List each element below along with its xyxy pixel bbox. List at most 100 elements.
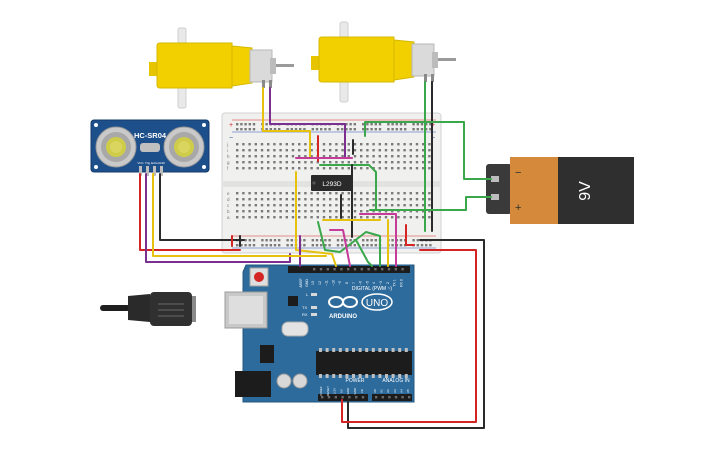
battery-terminal-neg[interactable] bbox=[491, 176, 499, 182]
breadboard-hole[interactable] bbox=[254, 216, 257, 219]
breadboard-hole[interactable] bbox=[279, 216, 282, 219]
breadboard-hole[interactable] bbox=[428, 143, 431, 146]
wire-gnd-black-long[interactable] bbox=[347, 239, 485, 429]
breadboard-hole[interactable] bbox=[416, 128, 419, 131]
breadboard-hole[interactable] bbox=[273, 149, 276, 152]
wire-pin-magenta-mid[interactable] bbox=[329, 229, 351, 267]
breadboard-hole[interactable] bbox=[345, 128, 348, 131]
breadboard-hole[interactable] bbox=[242, 192, 245, 195]
breadboard-hole[interactable] bbox=[310, 167, 313, 170]
breadboard-hole[interactable] bbox=[242, 143, 245, 146]
breadboard-hole[interactable] bbox=[353, 244, 356, 247]
breadboard-hole[interactable] bbox=[341, 161, 344, 164]
breadboard-hole[interactable] bbox=[362, 128, 365, 131]
breadboard-hole[interactable] bbox=[304, 204, 307, 207]
breadboard-hole[interactable] bbox=[269, 239, 272, 242]
breadboard-hole[interactable] bbox=[304, 143, 307, 146]
breadboard-hole[interactable] bbox=[341, 198, 344, 201]
ultrasonic-sensor[interactable]: HC-SR04 bbox=[90, 119, 210, 176]
breadboard-hole[interactable] bbox=[428, 167, 431, 170]
breadboard-hole[interactable] bbox=[244, 123, 247, 126]
breadboard-hole[interactable] bbox=[391, 155, 394, 158]
breadboard-hole[interactable] bbox=[428, 192, 431, 195]
breadboard-hole[interactable] bbox=[384, 198, 388, 201]
breadboard-hole[interactable] bbox=[267, 198, 270, 201]
power-pin-socket[interactable] bbox=[348, 396, 351, 399]
breadboard-hole[interactable] bbox=[412, 128, 415, 131]
breadboard-hole[interactable] bbox=[384, 210, 388, 213]
breadboard-hole[interactable] bbox=[428, 155, 431, 158]
breadboard-hole[interactable] bbox=[360, 155, 363, 158]
breadboard-hole[interactable] bbox=[298, 161, 301, 164]
breadboard-hole[interactable] bbox=[316, 210, 319, 213]
breadboard-hole[interactable] bbox=[415, 161, 419, 164]
breadboard-hole[interactable] bbox=[248, 128, 251, 131]
digital-pin-socket[interactable] bbox=[381, 268, 384, 271]
breadboard-hole[interactable] bbox=[316, 161, 319, 164]
breadboard-hole[interactable] bbox=[347, 155, 350, 158]
breadboard-hole[interactable] bbox=[404, 128, 407, 131]
battery-terminal-pos[interactable] bbox=[491, 194, 499, 200]
breadboard-hole[interactable] bbox=[366, 210, 369, 213]
breadboard-hole[interactable] bbox=[378, 167, 381, 170]
breadboard-hole[interactable] bbox=[425, 128, 428, 131]
breadboard-hole[interactable] bbox=[273, 204, 276, 207]
wire-battery-neg-green[interactable] bbox=[364, 121, 492, 180]
breadboard-hole[interactable] bbox=[260, 210, 264, 213]
breadboard-hole[interactable] bbox=[366, 155, 369, 158]
breadboard-hole[interactable] bbox=[353, 216, 357, 219]
wire-sensor-trig-purple[interactable] bbox=[145, 173, 291, 263]
breadboard-hole[interactable] bbox=[360, 192, 363, 195]
breadboard-hole[interactable] bbox=[286, 239, 289, 242]
breadboard-hole[interactable] bbox=[391, 198, 394, 201]
breadboard-hole[interactable] bbox=[279, 155, 282, 158]
breadboard-hole[interactable] bbox=[378, 128, 382, 131]
breadboard-hole[interactable] bbox=[298, 192, 301, 195]
breadboard-hole[interactable] bbox=[335, 216, 338, 219]
breadboard-hole[interactable] bbox=[384, 204, 388, 207]
breadboard-hole[interactable] bbox=[298, 204, 301, 207]
reset-button[interactable] bbox=[254, 272, 264, 282]
breadboard-hole[interactable] bbox=[310, 143, 313, 146]
breadboard-hole[interactable] bbox=[248, 244, 251, 247]
breadboard-hole[interactable] bbox=[310, 204, 313, 207]
breadboard-hole[interactable] bbox=[409, 161, 412, 164]
breadboard-hole[interactable] bbox=[267, 161, 270, 164]
breadboard-hole[interactable] bbox=[372, 192, 375, 195]
breadboard-hole[interactable] bbox=[403, 216, 406, 219]
breadboard-hole[interactable] bbox=[285, 155, 288, 158]
breadboard-hole[interactable] bbox=[353, 143, 357, 146]
breadboard-hole[interactable] bbox=[353, 167, 357, 170]
breadboard-hole[interactable] bbox=[240, 128, 243, 131]
breadboard-hole[interactable] bbox=[409, 204, 412, 207]
breadboard-hole[interactable] bbox=[315, 239, 319, 242]
breadboard-hole[interactable] bbox=[409, 216, 412, 219]
dc-motor-left[interactable] bbox=[149, 27, 294, 109]
breadboard-hole[interactable] bbox=[374, 244, 377, 247]
breadboard-hole[interactable] bbox=[360, 167, 363, 170]
digital-pin-socket[interactable] bbox=[374, 268, 377, 271]
breadboard-hole[interactable] bbox=[366, 216, 369, 219]
breadboard-hole[interactable] bbox=[298, 155, 301, 158]
breadboard-hole[interactable] bbox=[415, 155, 419, 158]
digital-pin-socket[interactable] bbox=[313, 268, 316, 271]
sensor-pin-header[interactable] bbox=[139, 166, 163, 176]
breadboard-hole[interactable] bbox=[322, 149, 326, 152]
breadboard-hole[interactable] bbox=[399, 239, 403, 242]
breadboard-hole[interactable] bbox=[304, 216, 307, 219]
breadboard-hole[interactable] bbox=[372, 210, 375, 213]
breadboard-hole[interactable] bbox=[384, 143, 388, 146]
breadboard-hole[interactable] bbox=[242, 216, 245, 219]
breadboard-hole[interactable] bbox=[372, 161, 375, 164]
wire-ic-green-loop[interactable] bbox=[319, 164, 377, 211]
breadboard-hole[interactable] bbox=[347, 161, 350, 164]
breadboard-hole[interactable] bbox=[360, 161, 363, 164]
breadboard-hole[interactable] bbox=[397, 143, 400, 146]
breadboard-hole[interactable] bbox=[403, 155, 406, 158]
breadboard-hole[interactable] bbox=[311, 239, 314, 242]
breadboard-hole[interactable] bbox=[349, 239, 352, 242]
breadboard-hole[interactable] bbox=[374, 128, 377, 131]
breadboard-hole[interactable] bbox=[304, 167, 307, 170]
breadboard-hole[interactable] bbox=[409, 210, 412, 213]
breadboard-hole[interactable] bbox=[279, 198, 282, 201]
